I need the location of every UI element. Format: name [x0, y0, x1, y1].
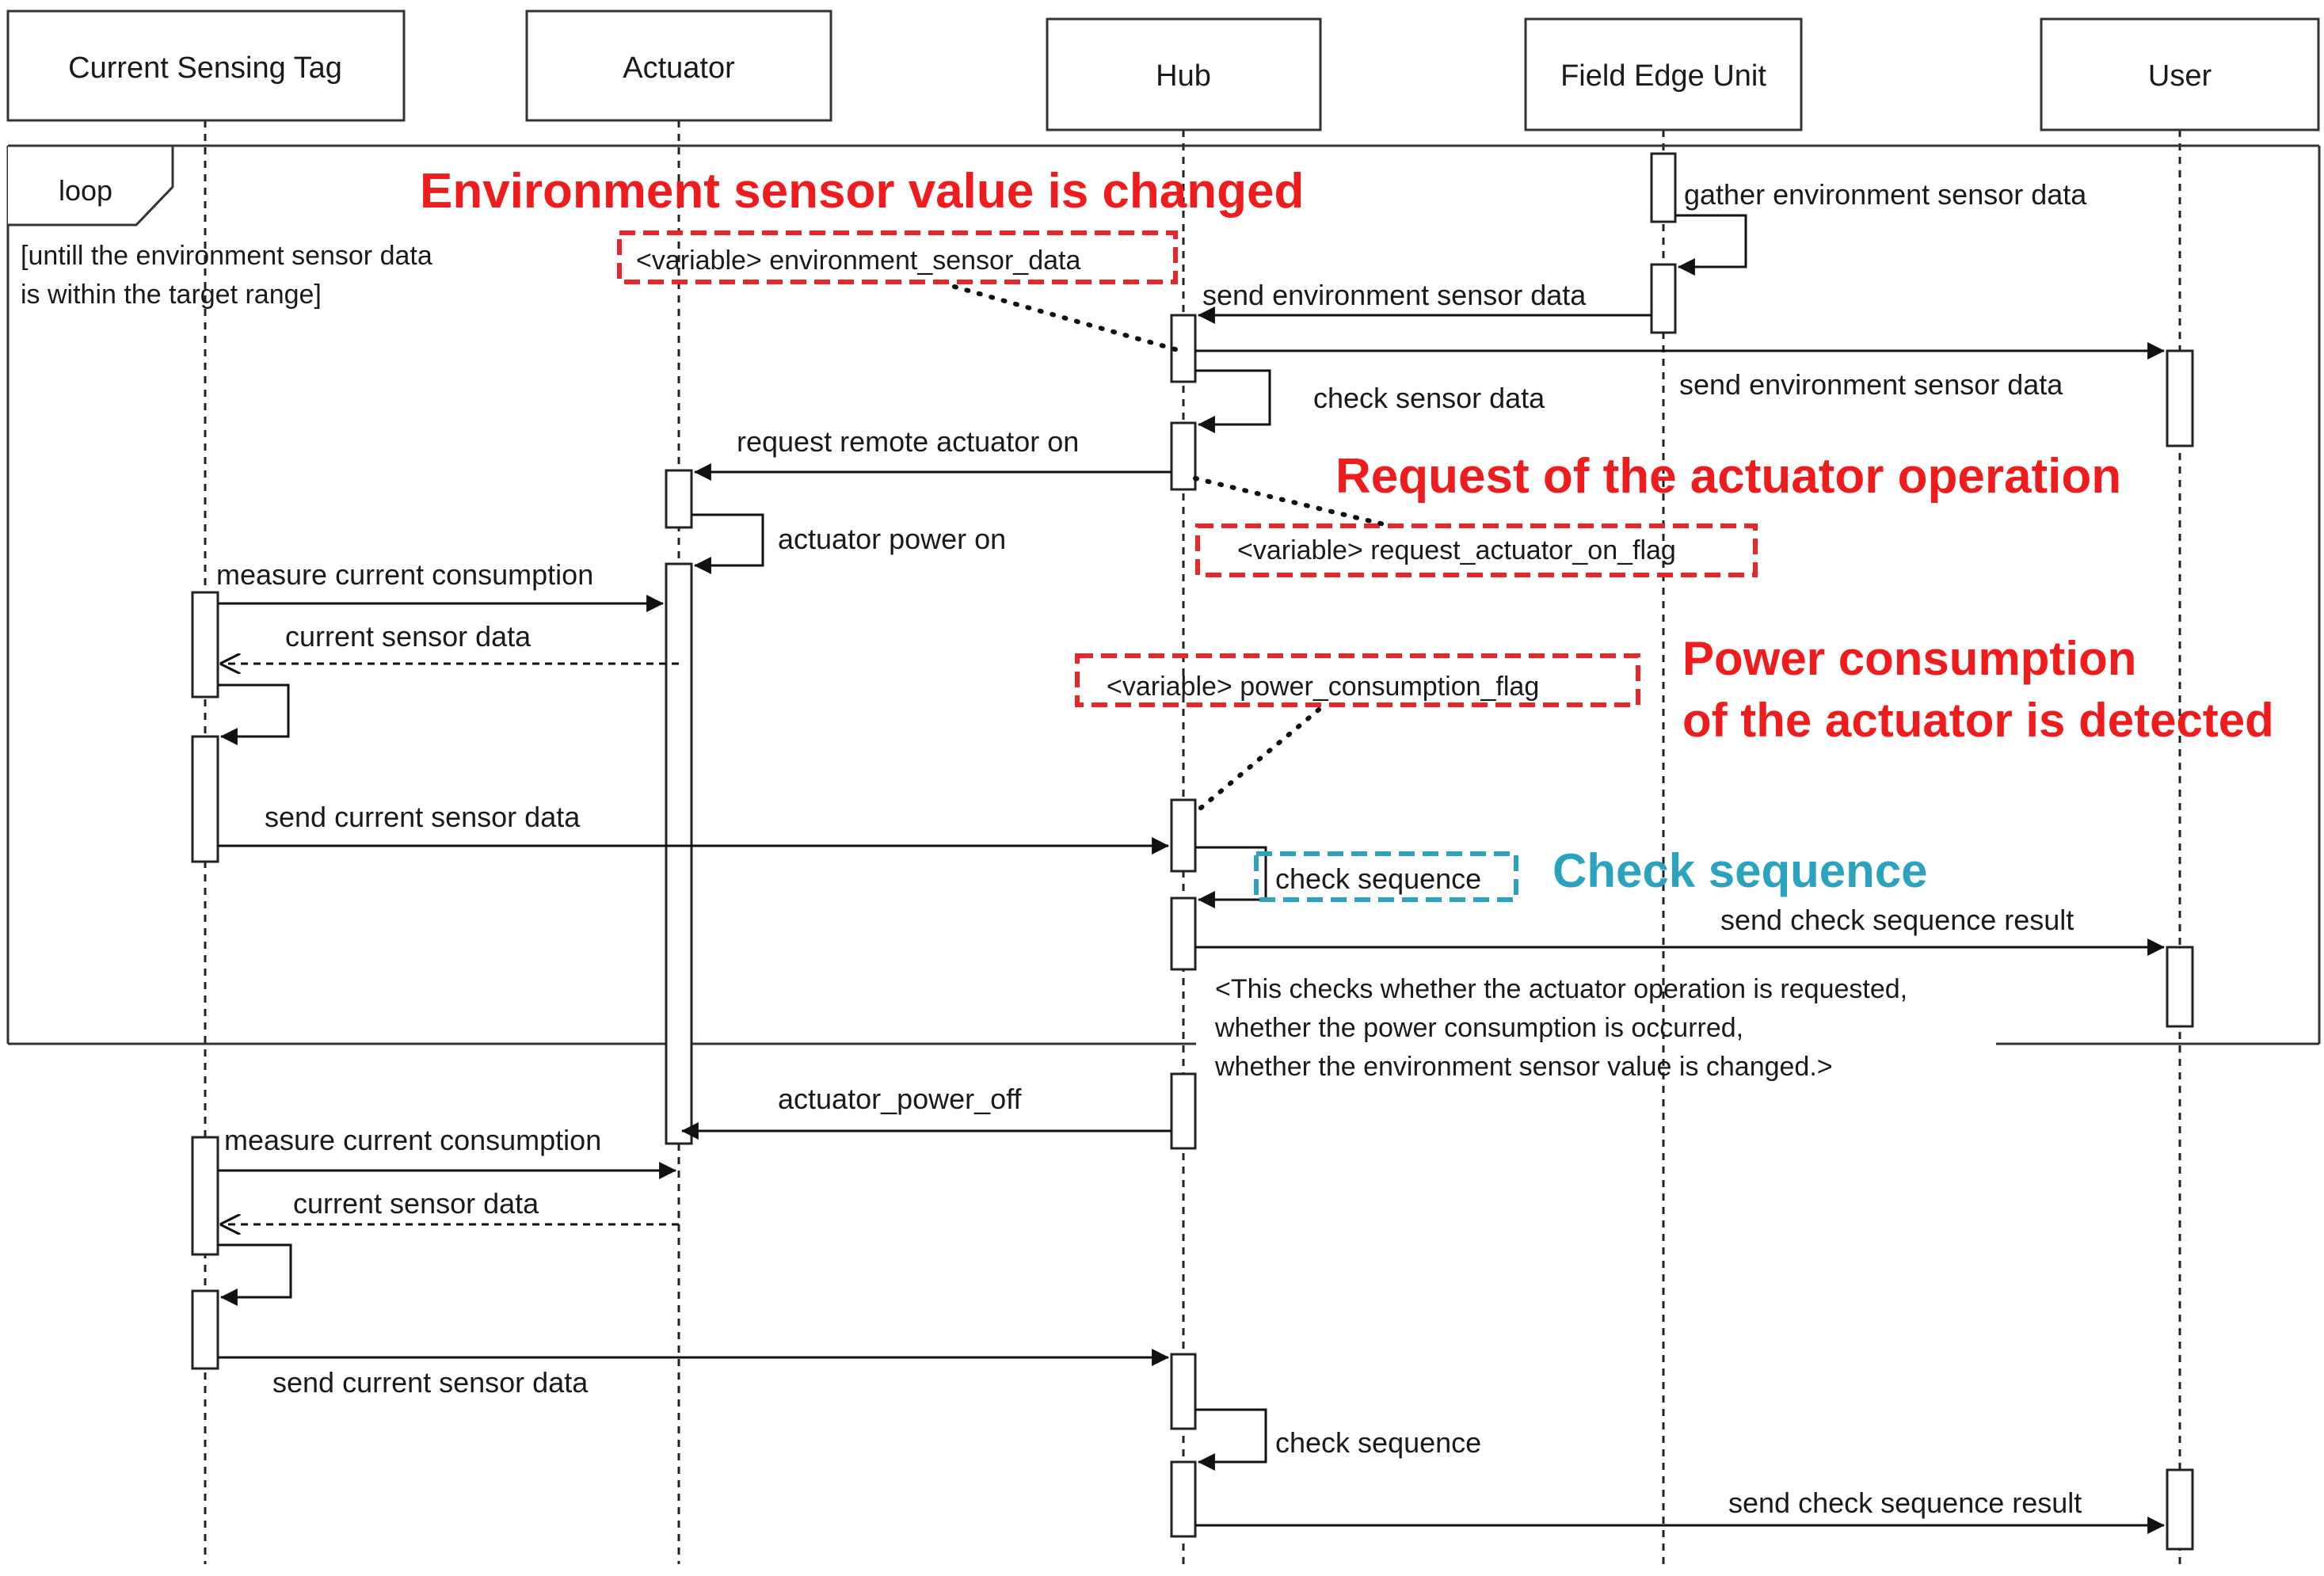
message-labels: gather environment sensor data send envi… [216, 178, 2087, 1519]
loop-label-tab [8, 144, 174, 227]
msg-measure-2-label: measure current consumption [224, 1124, 601, 1156]
participant-label: Actuator [623, 51, 735, 85]
msg-actuator-power-on-arrow [691, 513, 764, 574]
activation-hub-7 [1170, 1460, 1197, 1538]
msg-measure-1-label: measure current consumption [216, 558, 593, 591]
activation-tag-4 [191, 1289, 219, 1370]
msg-send-result-2-label: send check sequence result [1728, 1487, 2082, 1519]
activation-tag-2 [191, 735, 219, 863]
annotation-request-op: Request of the actuator operation [1335, 449, 2121, 504]
variable-env-label: <variable> environment_sensor_data [636, 246, 1080, 276]
note-line3: whether the environment sensor value is … [1214, 1052, 1833, 1082]
msg-check-seq-2-label: check sequence [1275, 1426, 1481, 1459]
participant-label: Current Sensing Tag [68, 51, 342, 85]
loop-label: loop [59, 174, 112, 207]
msg-current-data-1-label: current sensor data [285, 620, 531, 653]
annotation-power-line2: of the actuator is detected [1682, 694, 2274, 747]
msg-send-env-to-hub-label: send environment sensor data [1202, 279, 1587, 311]
msg-gather-arrow [1675, 214, 1747, 276]
annotation-power-line1: Power consumption [1682, 632, 2136, 685]
msg-actuator-power-on-label: actuator power on [778, 523, 1006, 555]
loop-guard-line2: is within the target range] [21, 280, 322, 310]
activation-actuator-2 [665, 562, 693, 1145]
msg-current-data-2-label: current sensor data [293, 1187, 539, 1220]
participant-field-edge-unit [1524, 17, 1803, 131]
activation-feu-2 [1650, 263, 1677, 334]
note-line2: whether the power consumption is occurre… [1214, 1013, 1743, 1043]
participants: Current Sensing Tag Actuator Hub Field E… [6, 10, 2320, 131]
connector-req [1193, 476, 1392, 528]
connector-pow [1193, 707, 1321, 815]
msg-send-env-to-user-label: send environment sensor data [1679, 368, 2063, 401]
activation-user-3 [2166, 1468, 2194, 1551]
msg-check-sensor-arrow [1195, 369, 1271, 433]
activation-tag-3 [191, 1136, 219, 1256]
activation-user-1 [2166, 349, 2194, 447]
activation-hub-6 [1170, 1353, 1197, 1430]
check-note: <This checks whether the actuator operat… [1214, 974, 1907, 1082]
participant-label: Field Edge Unit [1560, 59, 1766, 93]
activation-hub-2 [1170, 421, 1197, 491]
loop-guard-line1: [untill the environment sensor data [21, 241, 432, 271]
participant-actuator [525, 10, 832, 122]
participant-label: Hub [1156, 59, 1211, 93]
activation-user-2 [2166, 946, 2194, 1028]
activation-hub-3 [1170, 798, 1197, 873]
loop-frame: loop [untill the environment sensor data… [6, 144, 2321, 1045]
variable-box-req [1195, 523, 1758, 577]
msg-check-sensor-label: check sensor data [1313, 382, 1545, 414]
messages [218, 214, 2166, 1534]
msg-check-seq-1-label: check sequence [1275, 862, 1481, 895]
msg-send-current-2-label: send current sensor data [272, 1366, 589, 1399]
msg-actuator-power-off-label: actuator_power_off [778, 1083, 1023, 1115]
participant-current-sensing-tag [6, 10, 406, 122]
activation-bars [191, 152, 2194, 1551]
variable-box-env [617, 230, 1178, 284]
msg-self-tag-2-arrow [218, 1243, 292, 1306]
participant-label: User [2148, 59, 2212, 93]
dotted-connectors [952, 284, 1392, 815]
msg-send-current-1-label: send current sensor data [265, 801, 581, 833]
msg-gather-label: gather environment sensor data [1684, 178, 2087, 211]
activation-tag-1 [191, 591, 219, 699]
variable-boxes: <variable> environment_sensor_data <vari… [617, 230, 1758, 902]
msg-check-seq-1-arrow [1195, 846, 1267, 908]
variable-box-pow [1075, 653, 1640, 707]
msg-check-seq-2-arrow [1195, 1408, 1267, 1471]
participant-hub [1046, 17, 1322, 131]
activation-actuator-1 [665, 469, 693, 529]
annotation-check-sequence: Check sequence [1553, 844, 1928, 897]
activation-hub-5 [1170, 1072, 1197, 1150]
annotation-env-changed: Environment sensor value is changed [420, 164, 1304, 219]
variable-pow-label: <variable> power_consumption_flag [1107, 672, 1539, 702]
connector-env [952, 284, 1186, 354]
annotations: Environment sensor value is changed Requ… [420, 164, 2274, 897]
msg-send-result-1-label: send check sequence result [1720, 904, 2074, 936]
note-line1: <This checks whether the actuator operat… [1215, 974, 1907, 1004]
participant-user [2040, 17, 2320, 131]
activation-hub-4 [1170, 896, 1197, 971]
msg-self-tag-1-arrow [218, 683, 290, 745]
msg-request-on-label: request remote actuator on [737, 425, 1079, 458]
check-sequence-box [1254, 851, 1518, 902]
variable-req-label: <variable> request_actuator_on_flag [1237, 535, 1676, 565]
activation-feu-1 [1650, 152, 1677, 223]
